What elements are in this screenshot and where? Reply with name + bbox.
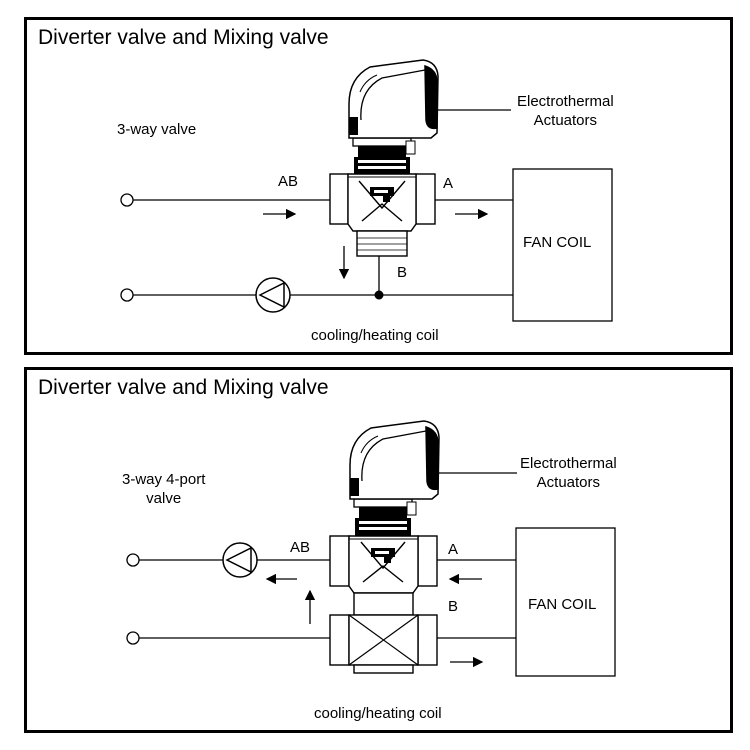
- junction-dot: [374, 290, 384, 300]
- port-b-label: B: [397, 264, 408, 281]
- valve-coupling: [352, 137, 416, 174]
- return-port-circle: [126, 631, 140, 645]
- fan-coil-box: [515, 527, 616, 677]
- port-b-label: B: [448, 598, 459, 615]
- coil-label: cooling/heating coil: [314, 705, 442, 722]
- valve-type-label: 3-way 4-port valve: [122, 470, 205, 508]
- actuator-label-line1: Electrothermal: [517, 93, 614, 110]
- valve-body: [329, 173, 436, 257]
- pump-icon: [255, 277, 291, 313]
- fan-coil-label: FAN COIL: [523, 234, 592, 251]
- port-a-label: A: [443, 175, 454, 192]
- return-port-circle: [120, 288, 134, 302]
- fan-coil-box: [512, 168, 613, 322]
- port-ab-label: AB: [290, 539, 311, 556]
- valve-coupling: [353, 498, 417, 536]
- valve-body: [329, 535, 438, 674]
- port-ab-label: AB: [278, 173, 299, 190]
- actuator-label: Electrothermal Actuators: [520, 454, 617, 492]
- electrothermal-actuator-icon: [349, 420, 440, 500]
- panel-3-way-valve: Diverter valve and Mixing valve 3-way va…: [24, 17, 733, 355]
- actuator-label-line2: Actuators: [533, 112, 598, 129]
- actuator-label-line2: Actuators: [536, 474, 601, 491]
- valve-type-label-line2: valve: [146, 490, 182, 507]
- pump-icon: [222, 542, 258, 578]
- coil-label: cooling/heating coil: [311, 327, 439, 344]
- diagram-3-way-valve: [120, 59, 613, 322]
- valve-type-label: 3-way valve: [117, 121, 197, 138]
- panel-title: Diverter valve and Mixing valve: [38, 26, 329, 49]
- valve-type-label-line1: 3-way 4-port: [122, 471, 206, 488]
- valve-flap-icon: [370, 187, 394, 202]
- panel-3-way-4-port-valve: Diverter valve and Mixing valve 3-way 4-…: [24, 367, 733, 733]
- panel-title: Diverter valve and Mixing valve: [38, 376, 329, 399]
- valve-flap-icon: [371, 548, 395, 563]
- electrothermal-actuator-icon: [348, 59, 439, 139]
- fan-coil-label: FAN COIL: [528, 596, 597, 613]
- supply-port-circle: [120, 193, 134, 207]
- actuator-label-line1: Electrothermal: [520, 455, 617, 472]
- diagram-3-way-4-port-valve: [126, 420, 616, 677]
- port-a-label: A: [448, 541, 459, 558]
- supply-port-circle: [126, 553, 140, 567]
- actuator-label: Electrothermal Actuators: [517, 92, 614, 130]
